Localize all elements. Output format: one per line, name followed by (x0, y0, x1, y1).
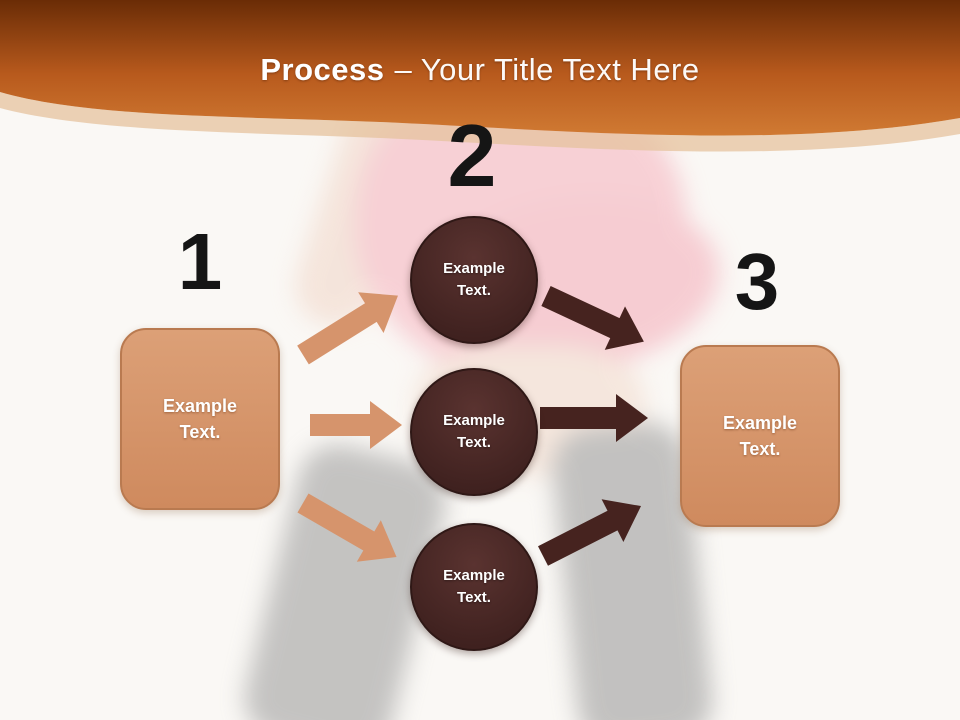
step-number-3: 3 (734, 237, 780, 326)
left-example-box-label: Example Text. (162, 395, 238, 442)
left-example-box: Example Text. (120, 328, 280, 510)
right-example-box-label: Example Text. (722, 412, 798, 459)
right-example-box: Example Text. (680, 345, 840, 527)
step-number-2: 2 (447, 106, 497, 205)
process-circle-1-label: Example Text. (443, 259, 505, 300)
title-banner (0, 0, 960, 152)
step-number-1: 1 (177, 217, 223, 306)
process-circle-3: Example Text. (410, 523, 538, 651)
title-bold-text: Process (260, 52, 385, 87)
banner-shape (0, 0, 960, 136)
process-circle-2: Example Text. (410, 368, 538, 496)
process-circle-3-label: Example Text. (443, 566, 505, 607)
title-rest-text: – Your Title Text Here (394, 52, 700, 87)
slide-title: Process – Your Title Text Here (0, 52, 960, 88)
process-circle-2-label: Example Text. (443, 411, 505, 452)
process-circle-1: Example Text. (410, 216, 538, 344)
banner-highlight-curve (0, 92, 960, 152)
